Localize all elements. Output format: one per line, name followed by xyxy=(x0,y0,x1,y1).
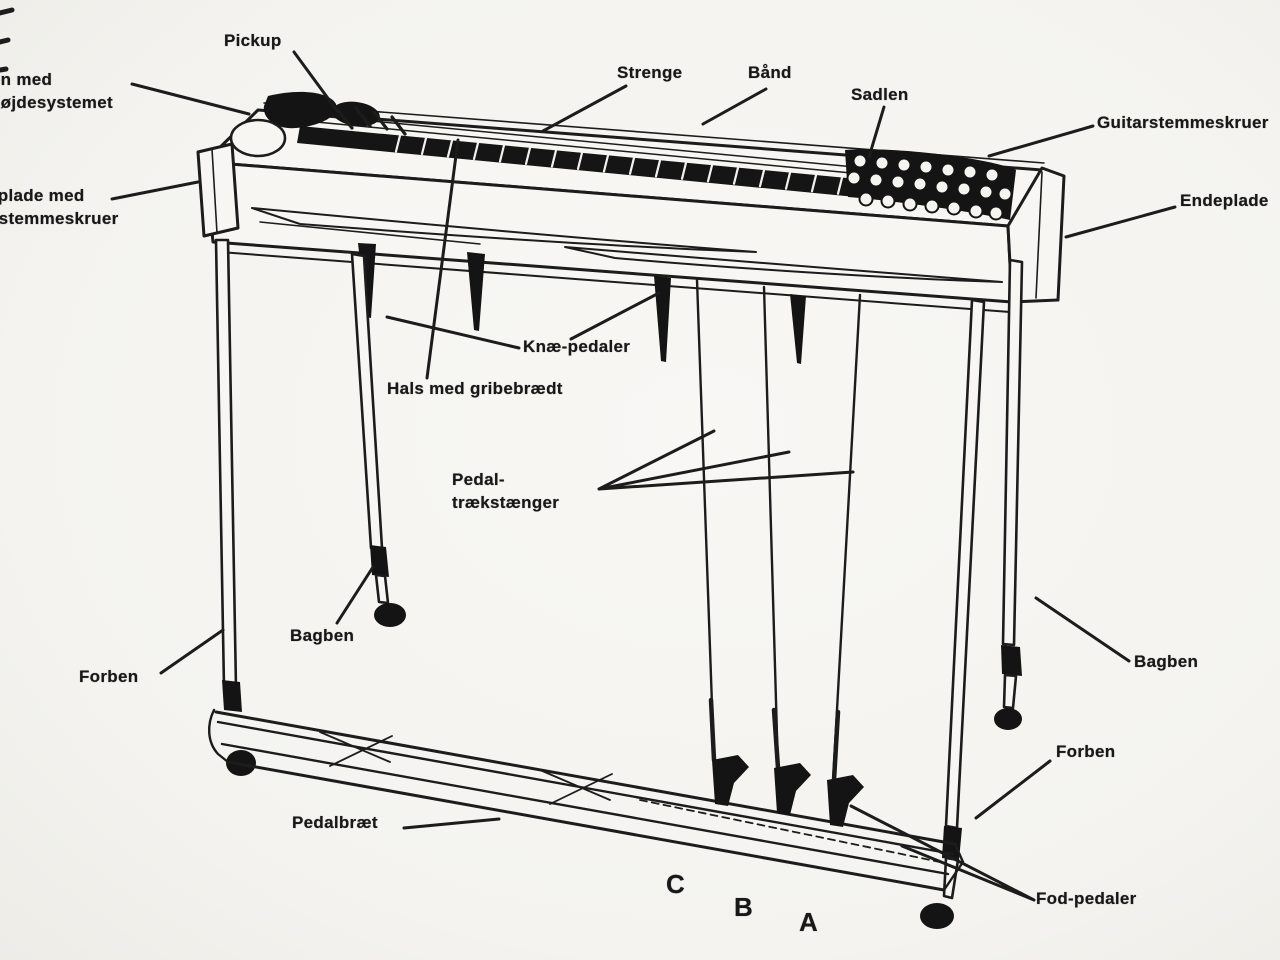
knee-levers xyxy=(358,243,806,364)
label-guitarstemmeskruer: Guitarstemmeskruer xyxy=(1097,113,1269,132)
label-knae-pedaler: Knæ-pedaler xyxy=(523,337,631,356)
leader-pickup xyxy=(292,50,340,114)
label-hals-med-gribebraedt: Hals med gribebrædt xyxy=(387,379,563,398)
leader-lines xyxy=(110,50,1177,902)
label-pedal-a: A xyxy=(799,907,818,937)
label-fod-pedaler: Fod-pedaler xyxy=(1036,889,1137,908)
leader-hals xyxy=(425,138,460,380)
leader-traekstaenger xyxy=(597,429,855,491)
leader-pedalbraet xyxy=(402,817,501,830)
legs xyxy=(214,238,1024,929)
front-right-leg xyxy=(944,298,986,830)
foot-pedal-a xyxy=(827,775,864,827)
label-pedal-traekstaenger-line1: Pedal- xyxy=(452,470,505,489)
label-forben-right: Forben xyxy=(1056,742,1116,761)
grain-line xyxy=(259,221,481,245)
leader-guitarstemmeskruer xyxy=(987,124,1095,158)
leader-sadlen xyxy=(867,105,886,159)
front-right-foot xyxy=(920,903,954,929)
leader-baand xyxy=(701,87,768,126)
label-left-end-plate-line2: nstemmeskruer xyxy=(0,209,119,228)
pickup-assembly xyxy=(229,91,407,158)
label-left-end-plate-line1: eplade med xyxy=(0,186,85,205)
leader-knae-left xyxy=(385,315,521,350)
leader-bagben-left xyxy=(335,565,375,625)
label-left-end-plate: eplade med nstemmeskruer xyxy=(0,184,119,230)
back-right-foot xyxy=(994,708,1022,730)
leader-endeplade xyxy=(1064,205,1177,239)
label-tone-system-line1: on med xyxy=(0,70,53,89)
fret-marks xyxy=(394,134,860,197)
back-left-foot xyxy=(374,603,406,627)
front-left-leg xyxy=(214,238,238,690)
foot-pedal-c xyxy=(712,755,749,806)
label-pedal-b: B xyxy=(734,892,753,922)
leader-tone-system xyxy=(130,82,251,116)
back-right-leg xyxy=(1001,258,1024,647)
leader-forben-left xyxy=(159,628,225,675)
label-forben-left: Forben xyxy=(79,667,139,686)
leader-strenge xyxy=(541,84,628,133)
pedal-rods xyxy=(695,278,862,784)
scan-artifacts xyxy=(0,7,15,73)
label-baand: Bånd xyxy=(748,63,792,82)
tuning-pegs xyxy=(845,149,1016,221)
grain-swoosh xyxy=(564,246,1003,283)
label-strenge: Strenge xyxy=(617,63,683,82)
label-endeplade: Endeplade xyxy=(1180,191,1269,210)
pickup-blob xyxy=(263,91,337,129)
leader-left-end-plate xyxy=(110,180,200,201)
leader-knae-right xyxy=(569,291,661,341)
label-sadlen: Sadlen xyxy=(851,85,909,104)
board-braces xyxy=(319,731,613,805)
label-pedal-traekstaenger: Pedal- trækstænger xyxy=(452,468,559,514)
leader-forben-right xyxy=(974,759,1052,820)
label-bagben-right: Bagben xyxy=(1134,652,1199,671)
label-tone-system: on med højdesystemet xyxy=(0,68,113,114)
foot-pedal-b xyxy=(774,763,811,815)
strings xyxy=(294,113,866,175)
grain-swoosh xyxy=(251,207,757,253)
label-pedal-c: C xyxy=(666,869,685,899)
pedal-board xyxy=(208,708,965,892)
label-bagben-left: Bagben xyxy=(290,626,355,645)
left-end-plate xyxy=(196,142,240,238)
changer-cover xyxy=(229,118,287,158)
hatch-marks xyxy=(336,106,407,136)
label-pedalbraet: Pedalbræt xyxy=(292,813,378,832)
label-pickup: Pickup xyxy=(224,31,282,50)
back-left-leg xyxy=(350,252,384,550)
leader-fod-pedaler xyxy=(849,804,1036,902)
label-tone-system-line2: højdesystemet xyxy=(0,93,113,112)
leader-bagben-right xyxy=(1034,596,1131,663)
foot-pedals xyxy=(712,755,864,827)
label-pedal-traekstaenger-line2: trækstænger xyxy=(452,493,560,512)
